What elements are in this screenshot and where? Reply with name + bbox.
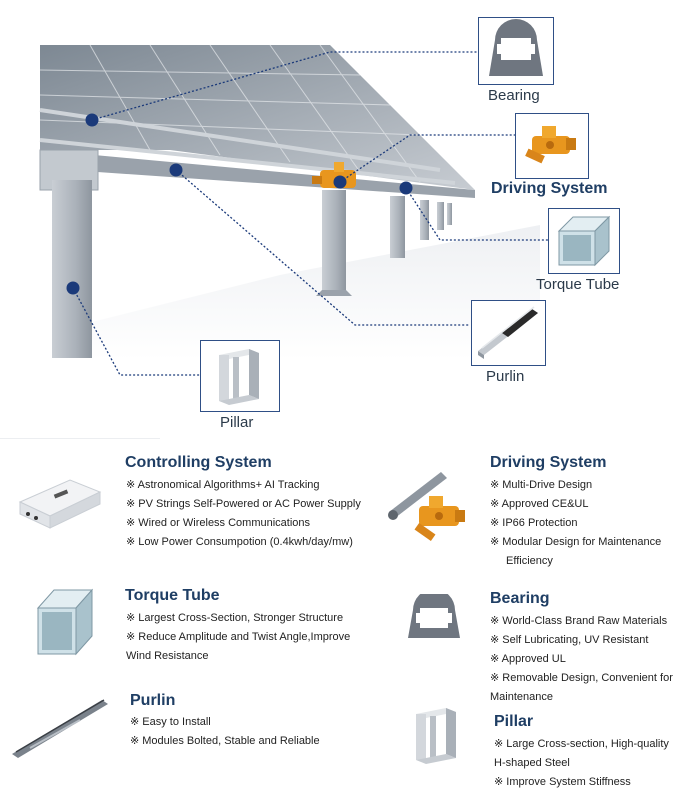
leader-lines: [72, 51, 548, 376]
feature-item: Maintenance: [490, 691, 553, 703]
floor-shadow: [60, 225, 540, 360]
post-3: [390, 196, 405, 258]
square-tube-icon: [557, 215, 611, 267]
purlin-callout-box: [471, 300, 546, 366]
pillar-label: Pillar: [220, 414, 254, 431]
drive-assembly-icon: [388, 472, 465, 542]
pillar-features: ※ Large Cross-section, High-quality H-sh…: [494, 735, 669, 792]
bearing-icon: [489, 19, 543, 76]
post-6: [447, 203, 452, 225]
drive-gear-icon: [525, 126, 576, 164]
bearing-callout-box: [478, 17, 554, 85]
bearing-features: ※ World-Class Brand Raw Materials ※ Self…: [490, 612, 673, 707]
pillar-callout-box: [200, 340, 280, 412]
feature-item: ※ Easy to Install: [130, 716, 211, 728]
torque-features: ※ Largest Cross-Section, Stronger Struct…: [126, 609, 350, 666]
feature-item: ※ Modular Design for Maintenance: [490, 536, 662, 548]
torque-tube-icon: [36, 588, 94, 656]
feature-item: ※ PV Strings Self-Powered or AC Power Su…: [126, 498, 361, 510]
controlling-title: Controlling System: [125, 454, 272, 471]
torque-title: Torque Tube: [125, 587, 220, 604]
feature-item: ※ Modules Bolted, Stable and Reliable: [130, 735, 320, 747]
bearing-part-icon: [408, 594, 460, 638]
bearing-title: Bearing: [490, 590, 550, 607]
feature-item: ※ Removable Design, Convenient for: [490, 672, 673, 684]
feature-item: ※ Approved UL: [490, 653, 566, 665]
post-2: [322, 190, 346, 295]
divider: [0, 438, 160, 439]
feature-item: ※ Improve System Stiffness: [494, 776, 631, 788]
pillar-part-icon: [416, 708, 456, 764]
feature-item: H-shaped Steel: [494, 757, 570, 769]
h-beam-icon: [219, 349, 259, 405]
feature-item: ※ Wired or Wireless Communications: [126, 517, 311, 529]
front-pillar: [52, 180, 92, 358]
purlin-part-icon: [12, 699, 108, 758]
post-4: [420, 200, 429, 240]
torque-label: Torque Tube: [536, 276, 620, 293]
feature-item: Wind Resistance: [126, 650, 209, 662]
post-5: [437, 202, 444, 230]
feature-item: ※ Largest Cross-Section, Stronger Struct…: [126, 612, 344, 624]
feature-item: ※ Multi-Drive Design: [490, 479, 593, 491]
pv-panel-array: [40, 45, 475, 190]
driving-title: Driving System: [490, 454, 607, 471]
controller-box-icon: [18, 479, 102, 529]
callout-dots: [66, 113, 413, 295]
feature-item: ※ Approved CE&UL: [490, 498, 589, 510]
purlin-icon: [478, 306, 538, 359]
purlin-features: ※ Easy to Install ※ Modules Bolted, Stab…: [130, 713, 320, 751]
driving-label: Driving System: [491, 180, 608, 197]
feature-item: ※ World-Class Brand Raw Materials: [490, 615, 668, 627]
feature-item: ※ Astronomical Algorithms+ AI Tracking: [126, 479, 320, 491]
torque-callout-box: [548, 208, 620, 274]
purlin-label: Purlin: [486, 368, 525, 385]
torque-tube: [40, 150, 475, 198]
controlling-features: ※ Astronomical Algorithms+ AI Tracking ※…: [126, 476, 361, 552]
feature-item: ※ Large Cross-section, High-quality: [494, 738, 669, 750]
driving-features: ※ Multi-Drive Design ※ Approved CE&UL ※ …: [490, 476, 661, 571]
feature-item: ※ IP66 Protection: [490, 517, 578, 529]
feature-item: Efficiency: [506, 555, 553, 567]
tracker-illustration: [39, 44, 548, 376]
feature-item: ※ Low Power Consumpotion (0.4kwh/day/mw): [126, 536, 353, 548]
pillar-title: Pillar: [494, 713, 534, 730]
panel-grid: [39, 44, 421, 183]
feature-item: ※ Reduce Amplitude and Twist Angle,Impro…: [126, 631, 351, 643]
purlin-title: Purlin: [130, 692, 176, 709]
feature-item: ※ Self Lubricating, UV Resistant: [490, 634, 649, 646]
bearing-label: Bearing: [488, 87, 540, 104]
driving-callout-box: [515, 113, 589, 179]
purlins: [39, 108, 456, 185]
